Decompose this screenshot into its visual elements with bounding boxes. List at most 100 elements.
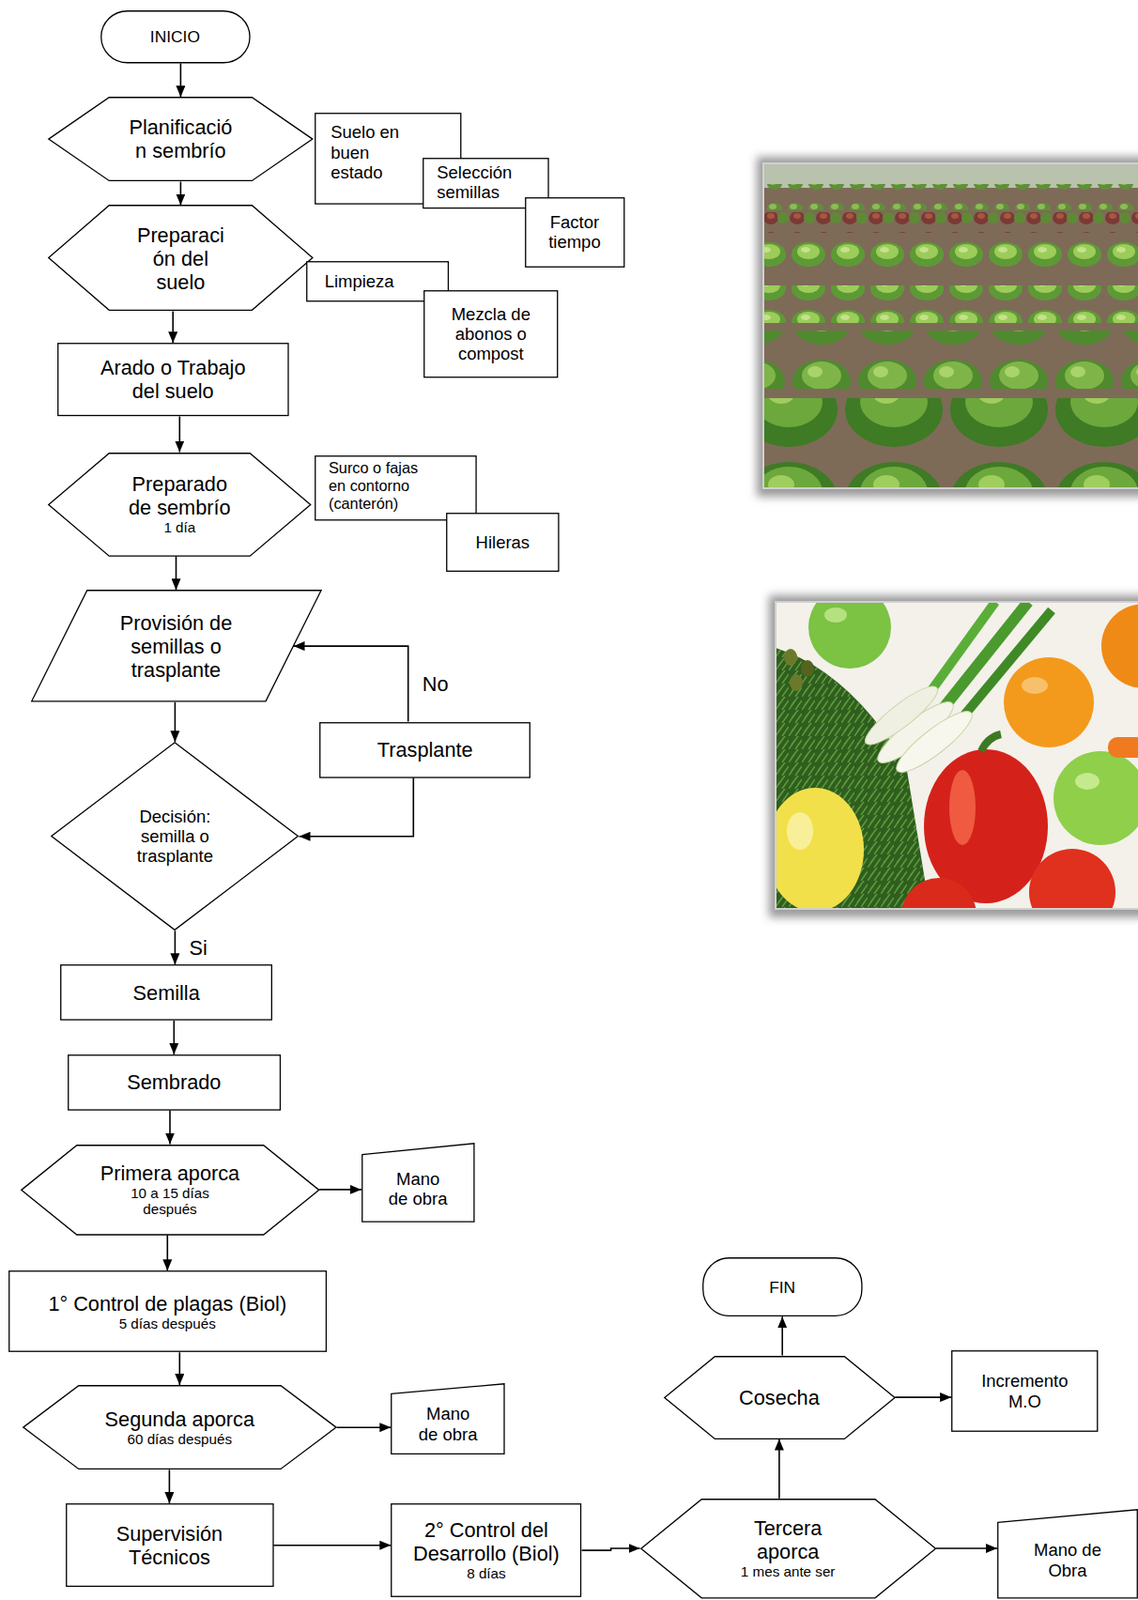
node-label: Sembrado (126, 1070, 221, 1094)
input-parallelogram: Provisión de semillas o trasplante (30, 589, 323, 703)
node-label: Mano de obra (415, 1403, 481, 1445)
process-box: Incremento M.O (951, 1350, 1099, 1432)
terminator: INICIO (100, 10, 251, 64)
node-outline-shape (524, 198, 624, 268)
node-outline-shape (952, 1351, 1098, 1431)
node-label: Tercera aporca (737, 1516, 840, 1564)
node-outline-shape (30, 590, 321, 702)
node-sublabel: 1 día (163, 519, 196, 537)
node-outline-shape (67, 1055, 280, 1110)
node-text-group: Mano de Obra (1027, 1539, 1109, 1581)
node-outline-shape (320, 722, 531, 777)
node-text-group: Mezcla de abonos o compost (439, 304, 542, 365)
produce-photo-part (924, 601, 996, 700)
vegetable-field-photo-part (763, 285, 1138, 323)
produce-photo-part (1053, 751, 1138, 846)
node-label: Segunda aporca (105, 1407, 255, 1431)
vegetable-field-photo-part (763, 330, 1138, 389)
produce-photo-part (981, 734, 1001, 752)
node-outline-shape (391, 1384, 505, 1455)
node-sublabel: 8 días (466, 1565, 506, 1583)
node-outline-shape (48, 452, 311, 555)
produce-photo-part (789, 674, 803, 692)
node-outline-shape (446, 512, 559, 571)
node-label: Arado o Trabajo del suelo (92, 355, 254, 403)
produce-photo-part (1075, 772, 1100, 790)
process-box: Arado o Trabajo del suelo (57, 342, 290, 416)
produce-photo-part (1021, 676, 1048, 694)
flow-connector (319, 1188, 362, 1191)
node-text-group: Semilla (133, 981, 200, 1005)
node-text-group: Limpieza (324, 271, 395, 292)
manual-input-box: Mano de obra (361, 1142, 476, 1223)
node-outline-shape (424, 290, 558, 377)
node-label: Incremento M.O (968, 1370, 1082, 1412)
node-text-group: Segunda aporca60 días después (105, 1407, 255, 1447)
node-text-group: Decisión: semilla o trasplante (130, 806, 221, 867)
produce-photo-part (808, 601, 892, 669)
edge-label: No (420, 672, 451, 696)
flow-connector (273, 1544, 391, 1547)
process-box: 1° Control de plagas (Biol)5 días despué… (8, 1270, 327, 1353)
manual-input-box: Mano de Obra (997, 1508, 1138, 1600)
node-text-group: Preparado de sembrío1 día (121, 472, 239, 536)
edge-label: Si (186, 936, 209, 960)
process-box: Supervisión Técnicos (65, 1503, 275, 1587)
vegetable-field-photo-part (763, 163, 1138, 489)
produce-photo-part (901, 877, 977, 909)
node-text-group: FIN (768, 1277, 796, 1297)
decision-diamond: Decisión: semilla o trasplante (50, 741, 299, 931)
node-outline-shape (703, 1258, 862, 1317)
node-outline-shape (58, 343, 289, 416)
node-outline-shape (663, 1355, 894, 1439)
process-hexagon: Planificació n sembrío (47, 96, 314, 182)
node-text-group: Planificació n sembrío (125, 115, 236, 163)
process-box: Factor tiempo (524, 197, 626, 268)
vegetable-field-photo-part (763, 212, 1138, 233)
node-text-group: Suelo en buen estado (330, 122, 418, 183)
flow-connector (299, 777, 415, 837)
flow-connector (169, 1110, 171, 1145)
node-label: Decisión: semilla o trasplante (130, 806, 221, 867)
produce-photo-part (949, 769, 976, 846)
node-label: Cosecha (738, 1385, 820, 1410)
process-hexagon: Cosecha (663, 1355, 896, 1440)
node-text-group: Factor tiempo (533, 212, 616, 253)
node-outline-shape (315, 456, 477, 521)
node-label: Primera aporca (100, 1161, 240, 1185)
node-label: 1° Control de plagas (Biol) (47, 1291, 287, 1316)
node-sublabel: 5 días después (119, 1315, 216, 1333)
node-text-group: Selección semillas (436, 162, 523, 203)
node-outline-shape (391, 1504, 582, 1598)
node-outline-shape (48, 97, 313, 182)
terminator: FIN (702, 1257, 863, 1317)
flow-connector (778, 1439, 781, 1499)
flow-connector (174, 702, 177, 742)
flow-connector (173, 1020, 176, 1055)
node-text-group: Cosecha (738, 1385, 820, 1410)
flow-connector (582, 1548, 641, 1551)
node-label: Mezcla de abonos o compost (439, 304, 542, 365)
node-label: Preparado de sembrío (121, 472, 239, 520)
node-label: Semilla (133, 981, 200, 1005)
node-label: Surco o fajas en contorno (canterón) (328, 459, 431, 512)
node-text-group: Incremento M.O (968, 1370, 1082, 1412)
node-label: FIN (768, 1277, 796, 1297)
node-label: Selección semillas (436, 162, 523, 203)
node-text-group: Mano de obra (415, 1403, 481, 1445)
photo-shadow (756, 156, 1138, 918)
node-outline-shape (640, 1498, 936, 1598)
produce-photo-part (1029, 848, 1116, 909)
node-text-group: Primera aporca10 a 15 días después (100, 1161, 240, 1218)
node-outline-shape (65, 1504, 273, 1587)
produce-photo-part (775, 787, 864, 909)
process-box: 2° Control del Desarrollo (Biol)8 días (390, 1503, 582, 1598)
process-hexagon: Preparaci ón del suelo (47, 204, 314, 311)
node-label: Preparaci ón del suelo (131, 223, 231, 294)
flow-connector (781, 1316, 784, 1355)
process-hexagon: Tercera aporca1 mes ante ser (640, 1498, 937, 1600)
produce-photo-part (1107, 737, 1138, 758)
node-label: Mano de obra (384, 1168, 451, 1210)
node-label: Suelo en buen estado (330, 122, 418, 183)
